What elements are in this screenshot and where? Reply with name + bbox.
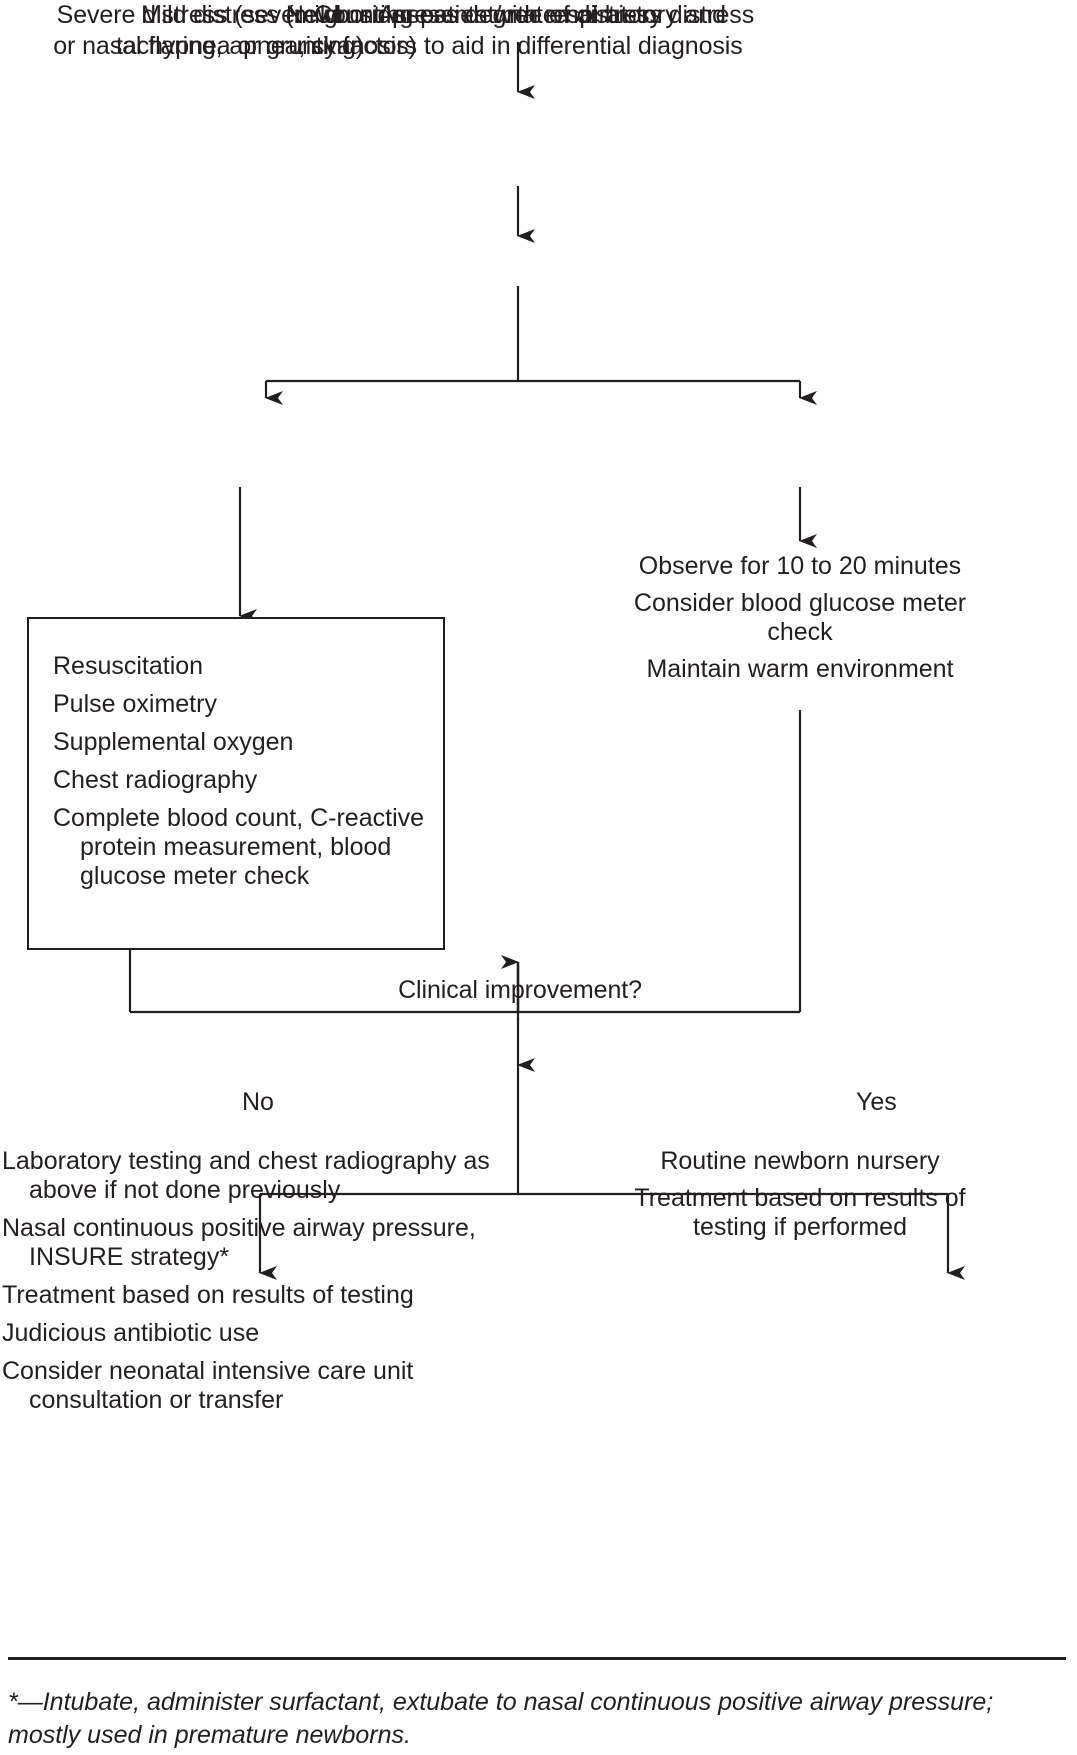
list-item: Judicious antibiotic use (2, 1319, 260, 1347)
node-mild-distress: Mild distress (mild tachypnea or gruntin… (116, 1, 364, 60)
footnote-divider (8, 1657, 1066, 1660)
list-item: Nasal continuous positive airway pressur… (2, 1214, 476, 1271)
node-severe-distress: Severe distress (severe grunting or nasa… (53, 1, 417, 60)
footnote-text: *—Intubate, administer surfactant, extub… (8, 1688, 994, 1749)
list-item: Maintain warm environment (646, 655, 954, 683)
mild-management-list: Observe for 10 to 20 minutes Consider bl… (600, 552, 1000, 692)
severe-management-box (27, 617, 445, 950)
yes-branch-list: Routine newborn nursery Treatment based … (600, 1147, 1000, 1250)
list-item: Pulse oximetry (53, 690, 217, 718)
list-item: Treatment based on results of testing (2, 1281, 414, 1309)
branch-label-yes: Yes (856, 1088, 897, 1116)
no-branch-list: Laboratory testing and chest radiography… (2, 1147, 502, 1415)
node-history: Consider patient/maternal history and ri… (297, 1, 743, 60)
severe-management-list: Resuscitation Pulse oximetry Supplementa… (53, 652, 453, 891)
list-item: Consider blood glucose meter check (633, 589, 967, 646)
list-item: Laboratory testing and chest radiography… (2, 1147, 490, 1204)
list-item: Complete blood count, C-reactive protein… (53, 804, 425, 890)
list-item: Observe for 10 to 20 minutes (638, 552, 962, 580)
list-item: Treatment based on results of testing if… (634, 1184, 966, 1241)
node-clinical-improvement: Clinical improvement? (398, 976, 642, 1004)
list-item: Consider neonatal intensive care unit co… (2, 1357, 414, 1414)
list-item: Supplemental oxygen (53, 728, 294, 756)
node-assess-distress: Assess degree of distress (378, 1, 662, 29)
branch-label-no: No (242, 1088, 274, 1116)
list-item: Routine newborn nursery (660, 1147, 940, 1175)
list-item: Resuscitation (53, 652, 204, 680)
list-item: Chest radiography (53, 766, 258, 794)
node-title: Newborn presents with respiratory distre… (285, 1, 755, 29)
